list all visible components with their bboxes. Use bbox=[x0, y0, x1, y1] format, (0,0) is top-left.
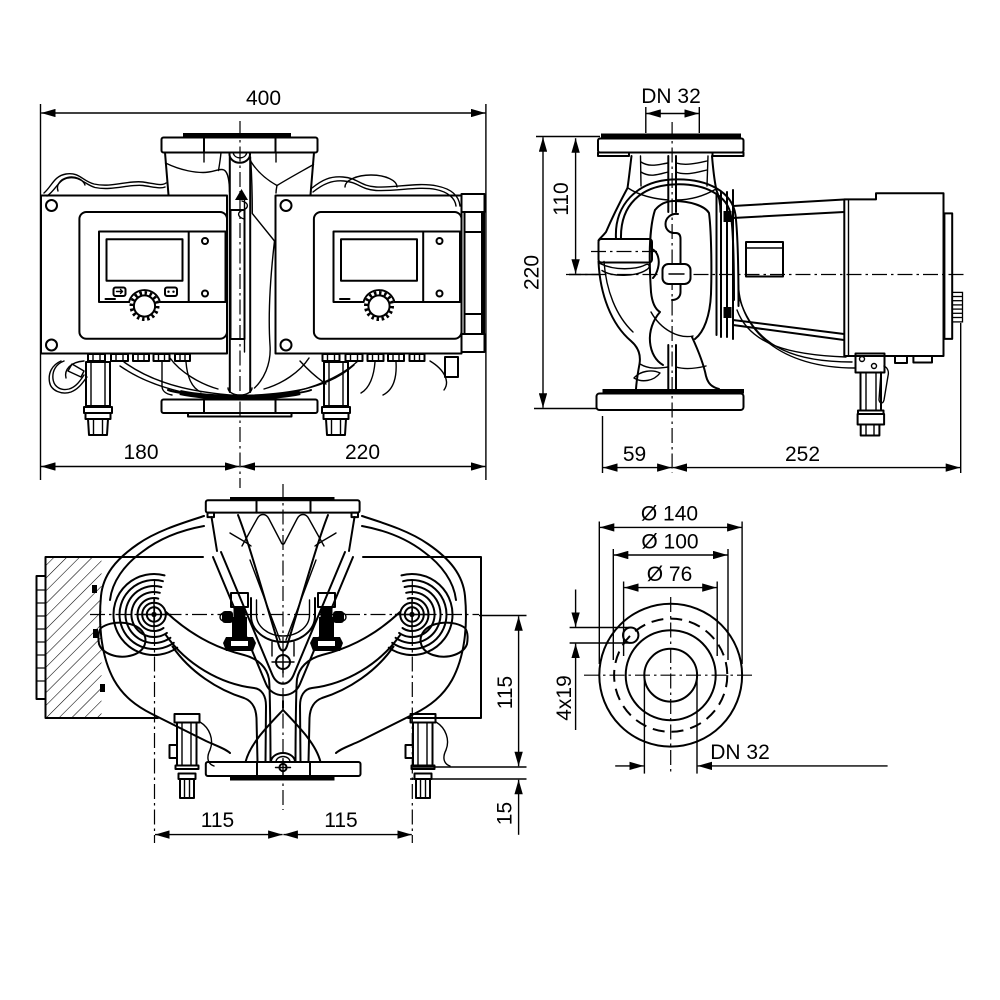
svg-text:220: 220 bbox=[521, 255, 544, 290]
svg-text:220: 220 bbox=[345, 441, 380, 464]
svg-text:180: 180 bbox=[123, 441, 158, 464]
svg-text:252: 252 bbox=[785, 443, 820, 466]
svg-text:115: 115 bbox=[494, 676, 517, 709]
svg-text:400: 400 bbox=[246, 87, 281, 110]
svg-text:Ø 100: Ø 100 bbox=[641, 531, 698, 554]
svg-text:DN 32: DN 32 bbox=[641, 85, 701, 108]
svg-text:110: 110 bbox=[550, 182, 573, 215]
svg-text:59: 59 bbox=[623, 443, 646, 466]
svg-text:115: 115 bbox=[201, 809, 234, 832]
svg-text:15: 15 bbox=[494, 802, 517, 825]
svg-text:Ø 140: Ø 140 bbox=[641, 503, 698, 526]
svg-text:115: 115 bbox=[324, 809, 357, 832]
svg-text:4x19: 4x19 bbox=[553, 675, 576, 721]
svg-text:DN 32: DN 32 bbox=[710, 741, 770, 764]
svg-text:Ø 76: Ø 76 bbox=[647, 563, 693, 586]
